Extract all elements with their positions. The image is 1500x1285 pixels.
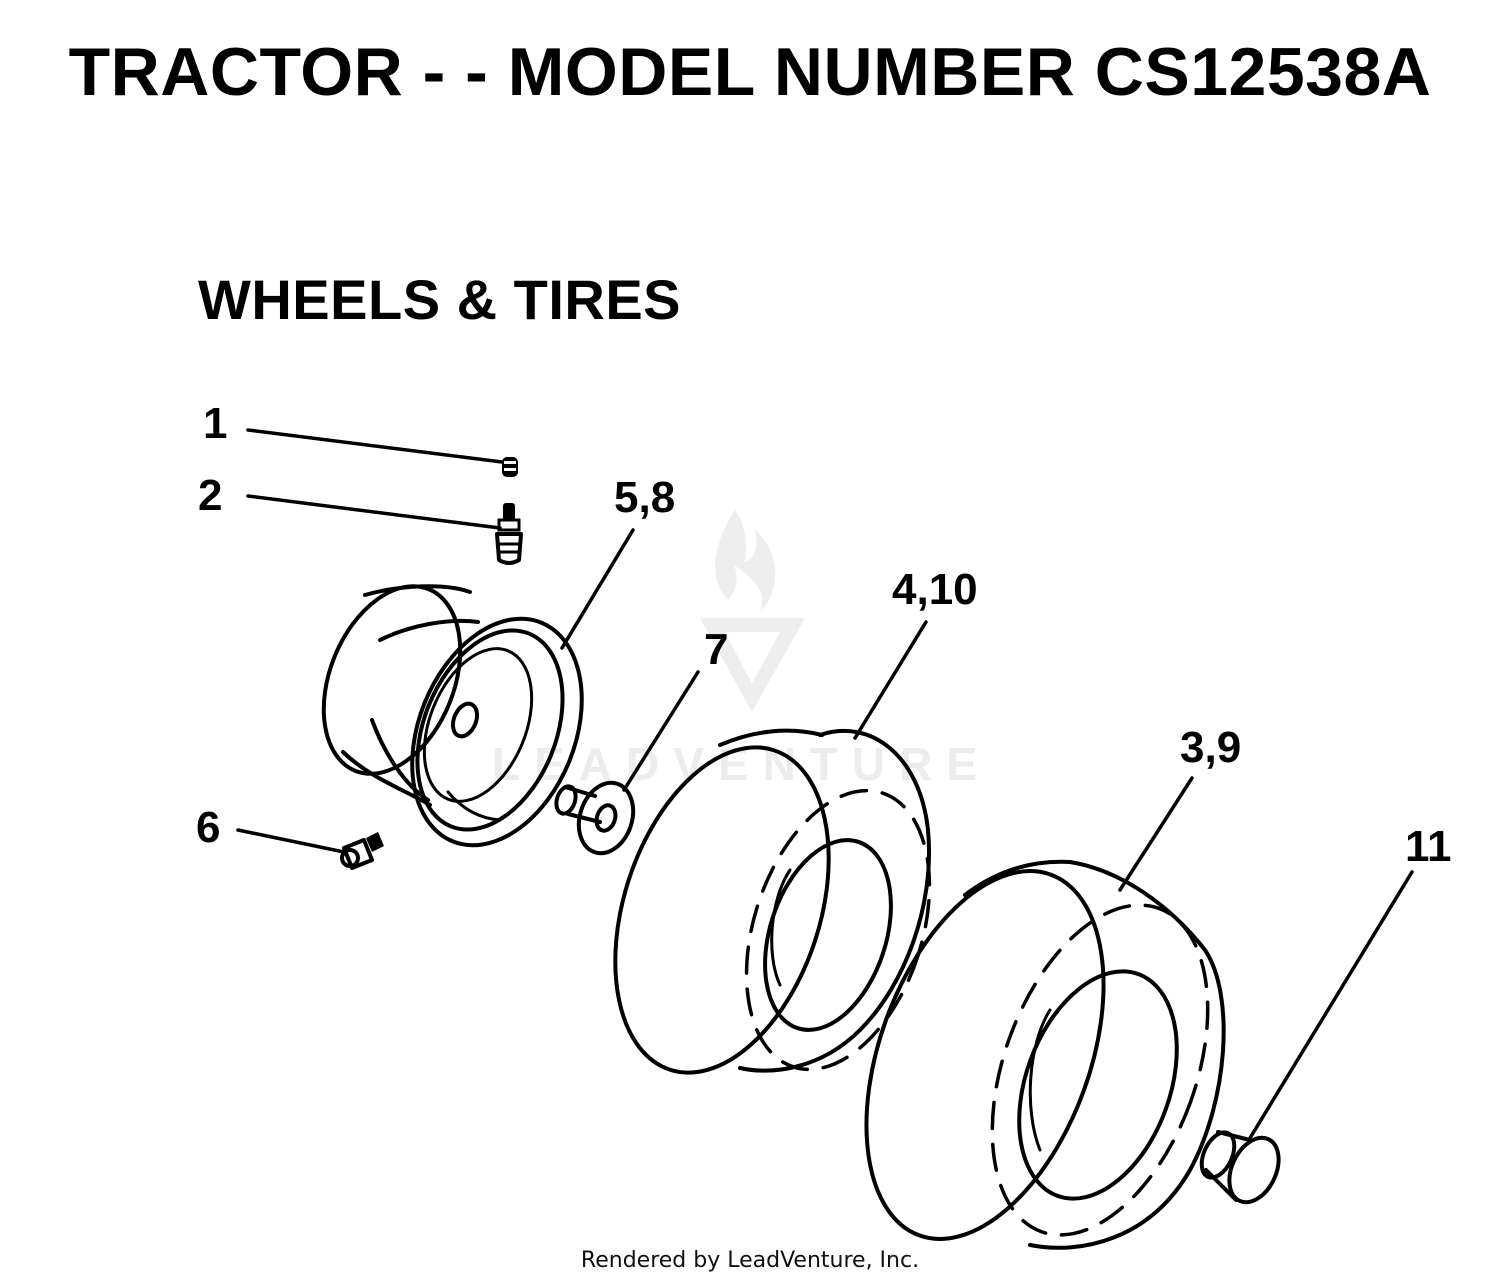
wheel-rim-part[interactable] xyxy=(298,566,614,871)
callout-2: 2 xyxy=(198,471,222,520)
leader-line-39 xyxy=(1118,776,1194,892)
callout-1: 1 xyxy=(203,399,227,448)
hub-cap-part[interactable] xyxy=(1195,1127,1288,1210)
leader-line-2 xyxy=(246,494,502,530)
leadventure-watermark-logo xyxy=(700,510,805,712)
credit-footer: Rendered by LeadVenture, Inc. xyxy=(580,1248,920,1273)
valve-cap-part[interactable] xyxy=(502,457,518,477)
leader-line-410 xyxy=(853,620,928,740)
leader-line-11 xyxy=(1248,870,1414,1140)
valve-stem-part[interactable] xyxy=(495,503,523,565)
callout-3-9: 3,9 xyxy=(1180,723,1241,772)
callout-7: 7 xyxy=(704,625,728,674)
grease-fitting-part[interactable] xyxy=(340,832,384,870)
page-title: TRACTOR - - MODEL NUMBER CS12538A xyxy=(68,34,1432,110)
section-title: WHEELS & TIRES xyxy=(198,268,682,331)
callout-5-8: 5,8 xyxy=(614,473,675,522)
leader-line-7 xyxy=(622,670,700,792)
callout-11: 11 xyxy=(1405,822,1452,871)
bushing-part[interactable] xyxy=(553,776,642,861)
rear-tire-part[interactable] xyxy=(821,839,1249,1272)
callout-6: 6 xyxy=(196,803,220,852)
leader-line-1 xyxy=(246,428,504,464)
callout-4-10: 4,10 xyxy=(892,565,978,614)
leader-line-58 xyxy=(560,528,635,650)
leader-line-6 xyxy=(236,828,346,854)
